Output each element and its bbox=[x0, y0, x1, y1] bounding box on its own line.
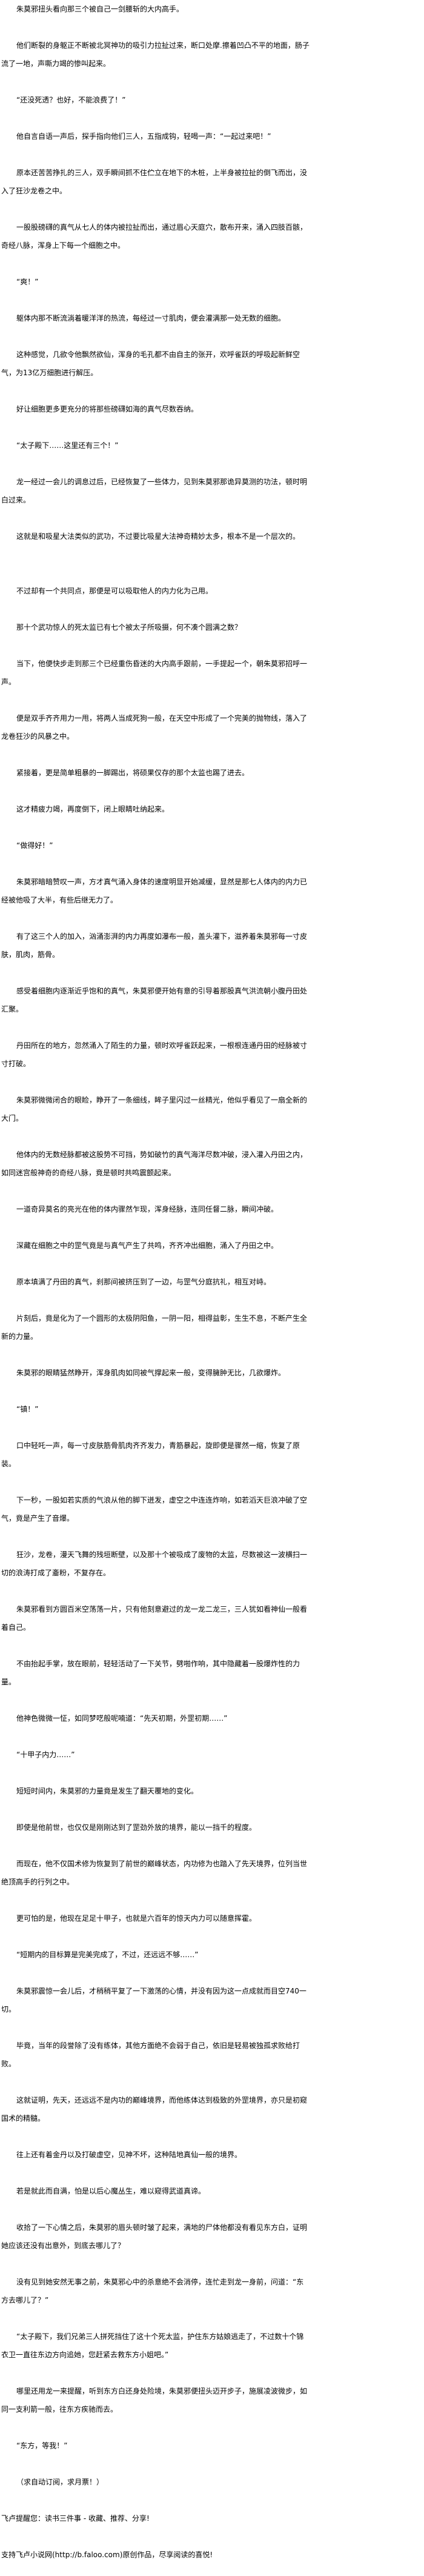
paragraph: “东方，等我！” bbox=[16, 2441, 68, 2450]
paragraph: 紧接着，更是简单粗暴的一脚踢出，将硕果仅存的那个太监也踢了进去。 bbox=[16, 769, 250, 777]
paragraph: 朱莫邪扭头看向那三个被自己一剑腰斩的大内高手。 bbox=[16, 5, 184, 13]
paragraph: 更可怕的是，他现在足足十甲子，也就是六百年的惊天内力可以随意挥霍。 bbox=[16, 1914, 257, 1923]
paragraph: 不由抬起手掌，放在眼前，轻轻活动了一下关节，劈啪作响，其中隐藏着一股爆炸性的力量… bbox=[1, 1660, 300, 1686]
chapter-article: 朱莫邪扭头看向那三个被自己一剑腰斩的大内高手。他们断裂的身躯正不断被北冥神功的吸… bbox=[1, 0, 310, 2559]
paragraph: 龙一经过一会儿的调息过后，已经恢复了一些体力，见到朱莫邪那诡异莫测的功法，顿时明… bbox=[1, 478, 308, 504]
paragraph: 这种感觉，几欲令他飘然欲仙，浑身的毛孔都不由自主的张开，欢呼雀跃的呼吸起新鲜空气… bbox=[1, 350, 300, 377]
paragraph: 朱莫邪震惊一会儿后，才稍稍平复了一下激荡的心情，并没有因为这一点成就而目空740… bbox=[1, 1987, 306, 2014]
paragraph: 片刻后，竟是化为了一个圆形的太极阴阳鱼，一阴一阳，相得益彰，生生不息，不断产生全… bbox=[1, 1314, 308, 1341]
paragraph: 他体内的无数经脉都被这股势不可挡，势如破竹的真气海洋尽数冲破，浸入灌入丹田之内，… bbox=[1, 1150, 308, 1177]
paragraph: 哪里还用龙一来提醒，听到东方白还身处险境，朱莫邪便扭头迈开步子，施展凌波微步，如… bbox=[1, 2387, 308, 2414]
paragraph: 短短时间内，朱莫邪的力量竟是发生了翻天覆地的变化。 bbox=[16, 1787, 199, 1795]
paragraph: 即使是他前世，也仅仅是刚刚达到了罡劲外放的境界，能以一挡千的程度。 bbox=[16, 1823, 257, 1832]
paragraph: 毕竟，当年的段誉除了没有练体，其他方面绝不会弱于自己，依旧是轻易被独孤求败给打败… bbox=[1, 2041, 300, 2068]
paragraph: 原本还苦苦挣扎的三人，双手瞬间抓不住伫立在地下的木桩，上半身被拉扯的倒飞而出，没… bbox=[1, 169, 308, 195]
paragraph: 朱莫邪的眼睛猛然睁开，浑身肌肉如同被气撑起来一般，变得臃肿无比，几欲爆炸。 bbox=[16, 1369, 286, 1377]
paragraph: 收拾了一下心情之后，朱莫邪的眉头顿时皱了起来，满地的尸体他都没有看见东方白，证明… bbox=[1, 2223, 308, 2250]
paragraph: 狂沙，龙卷，漫天飞舞的残垣断壁，以及那十个被吸成了废物的太监，尽数被这一波横扫一… bbox=[1, 1550, 308, 1577]
paragraph: 没有见到她安然无事之前，朱莫邪心中的杀意绝不会消停，连忙走到龙一身前，问道：“东… bbox=[1, 2278, 304, 2304]
paragraph: 朱莫邪微微闭合的眼睑，睁开了一条细线，眸子里闪过一丝精光，他似乎看见了一扇全新的… bbox=[1, 1096, 308, 1123]
paragraph: 一股股磅礴的真气从七人的体内被拉扯而出，通过眉心天庭穴，散布开来，涌入四肢百骸，… bbox=[1, 223, 308, 250]
paragraph: 朱莫邪暗暗赞叹一声，方才真气涌入身体的速度明显开始减缓，显然是那七人体内的内力已… bbox=[1, 878, 308, 904]
paragraph: 往上还有着金丹以及打破虚空，见神不坏，这种陆地真仙一般的境界。 bbox=[16, 2151, 242, 2159]
paragraph: 当下，他便快步走到那三个已经重伤昏迷的大内高手跟前，一手提起一个，朝朱莫邪招呼一… bbox=[1, 659, 308, 686]
paragraph: “十甲子内力……” bbox=[16, 1750, 75, 1759]
paragraph: “爽！” bbox=[16, 278, 39, 286]
paragraph: “太子殿下……这里还有三个！” bbox=[16, 441, 119, 450]
paragraph: 一道奇异莫名的亮光在他的体内骤然乍现，浑身经脉，连同任督二脉，瞬间冲破。 bbox=[16, 1205, 279, 1213]
paragraph: 好让细胞更多更充分的将那些磅礴如海的真气尽数吞纳。 bbox=[16, 405, 199, 413]
paragraph: 那十个武功惊人的死太监已有七个被太子所吸摄，何不凑个圆满之数？ bbox=[16, 623, 242, 632]
paragraph: 有了这三个人的加入，汹涌澎湃的内力再度如瀑布一般，盖头灌下，滋养着朱莫邪每一寸皮… bbox=[1, 932, 308, 959]
paragraph: 便是双手齐齐用力一甩，将两人当成死狗一般，在天空中形成了一个完美的抛物线，落入了… bbox=[1, 714, 308, 741]
paragraph: “还没死透？也好，不能浪费了！” bbox=[16, 96, 126, 104]
paragraph: 而现在，他不仅国术修为恢复到了前世的巅峰状态，内功修为也踏入了先天境界，位列当世… bbox=[1, 1860, 308, 1886]
paragraph: 他们断裂的身躯正不断被北冥神功的吸引力拉扯过来，断口处摩.擦着凹凸不平的地面，肠… bbox=[1, 41, 310, 68]
footer-support-link-text: 支持飞卢小说网(http://b.faloo.com)原创作品，尽享阅读的喜悦! bbox=[1, 2551, 213, 2559]
paragraph: “做得好！” bbox=[16, 841, 53, 850]
paragraph: “太子殿下，我们兄弟三人拼死挡住了这十个死太监，护住东方姑娘逃走了，不过数十个锦… bbox=[1, 2332, 304, 2359]
paragraph: 他自言自语一声后，探手指向他们三人，五指成钩，轻喝一声：“一起过来吧！” bbox=[16, 132, 271, 141]
paragraph: 感受着细胞内逐渐近乎饱和的真气，朱莫邪便开始有意的引导着那股真气洪流朝小腹丹田处… bbox=[1, 987, 308, 1013]
chapter-body: 朱莫邪扭头看向那三个被自己一剑腰斩的大内高手。他们断裂的身躯正不断被北冥神功的吸… bbox=[1, 0, 310, 2491]
paragraph: 口中轻吒一声，每一寸皮肤筋骨肌肉齐齐发力，青筋暴起，旋即便是骤然一缩，恢复了原装… bbox=[1, 1441, 300, 1468]
footer-reminder: 飞卢提醒您：读书三件事 - 收藏、推荐、分享! bbox=[1, 2514, 150, 2523]
paragraph: “镇！” bbox=[16, 1405, 39, 1413]
paragraph: 不过却有一个共同点，那便是可以吸取他人的内力化为己用。 bbox=[16, 587, 213, 595]
paragraph: 这就是和吸星大法类似的武功，不过要比吸星大法神奇精妙太多，根本不是一个层次的。 bbox=[16, 532, 300, 541]
paragraph: 原本填满了丹田的真气，刹那间被挤压到了一边，与罡气分庭抗礼，相互对峙。 bbox=[16, 1278, 271, 1286]
paragraph: 深藏在细胞之中的罡气竟是与真气产生了共鸣，齐齐冲出细胞，涌入了丹田之中。 bbox=[16, 1241, 279, 1250]
paragraph: 他神色微微一怔，如同梦呓般呢喃道：“先天初期，外罡初期……” bbox=[16, 1714, 228, 1723]
paragraph: （求自动订阅，求月票！） bbox=[16, 2478, 104, 2486]
paragraph: 躯体内那不断流淌着暖洋洋的热流，每经过一寸肌肉，便会灌满那一处无数的细胞。 bbox=[16, 314, 286, 322]
paragraph: “短期内的目标算是完美完成了，不过，还远远不够……” bbox=[16, 1950, 199, 1959]
paragraph: 这就证明，先天，还远远不是内功的巅峰境界，而他练体达到极致的外罡境界，亦只是初窥… bbox=[1, 2096, 308, 2123]
paragraph: 若是就此而自满，怕是以后心魔丛生，难以窥得武道真谛。 bbox=[16, 2187, 206, 2195]
paragraph: 丹田所在的地方，忽然涌入了陌生的力量，顿时欢呼雀跃起来，一根根连通丹田的经脉被寸… bbox=[1, 1041, 308, 1068]
paragraph: 这才精疲力竭，再度倒下，闭上眼睛吐纳起来。 bbox=[16, 805, 170, 813]
paragraph: 朱莫邪看到方圆百米空荡荡一片，只有他刻意避过的龙一龙二龙三，三人犹如看神仙一般看… bbox=[1, 1605, 308, 1632]
paragraph: 下一秒，一股如若实质的气浪从他的脚下迸发，虚空之中连连炸响，如若滔天巨浪冲破了空… bbox=[1, 1496, 308, 1523]
